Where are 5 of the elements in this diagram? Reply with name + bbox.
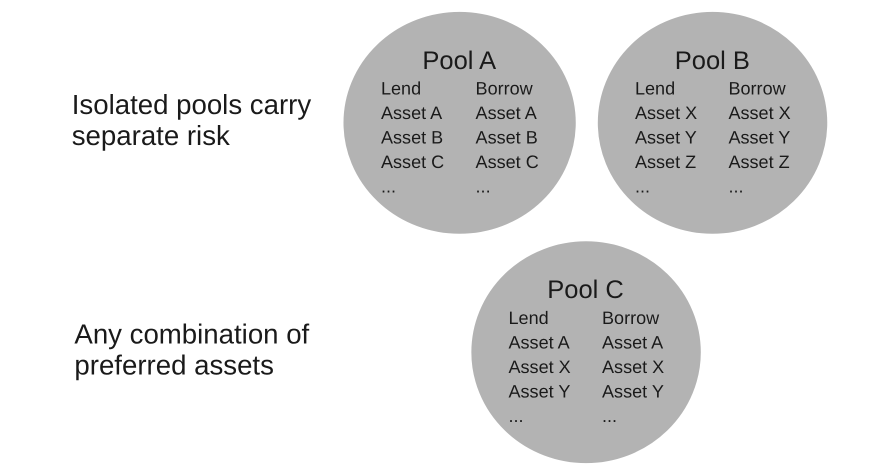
label: Any combination of preferred assets — [74, 318, 310, 380]
label: Isolated pools carry separate risk — [72, 89, 312, 151]
node-circle: Pool B Lend Borrow Asset X Asset X Asset Y Asset Y Asset Z Asset Z ... ... — [598, 12, 828, 234]
node-circle: Pool C Lend Borrow Asset A Asset A Asset X Asset X Asset Y Asset Y ... ... — [471, 241, 701, 464]
node-circle: Pool A Lend Borrow Asset A Asset A Asset B Asset B Asset C Asset C ... ... — [343, 12, 576, 234]
